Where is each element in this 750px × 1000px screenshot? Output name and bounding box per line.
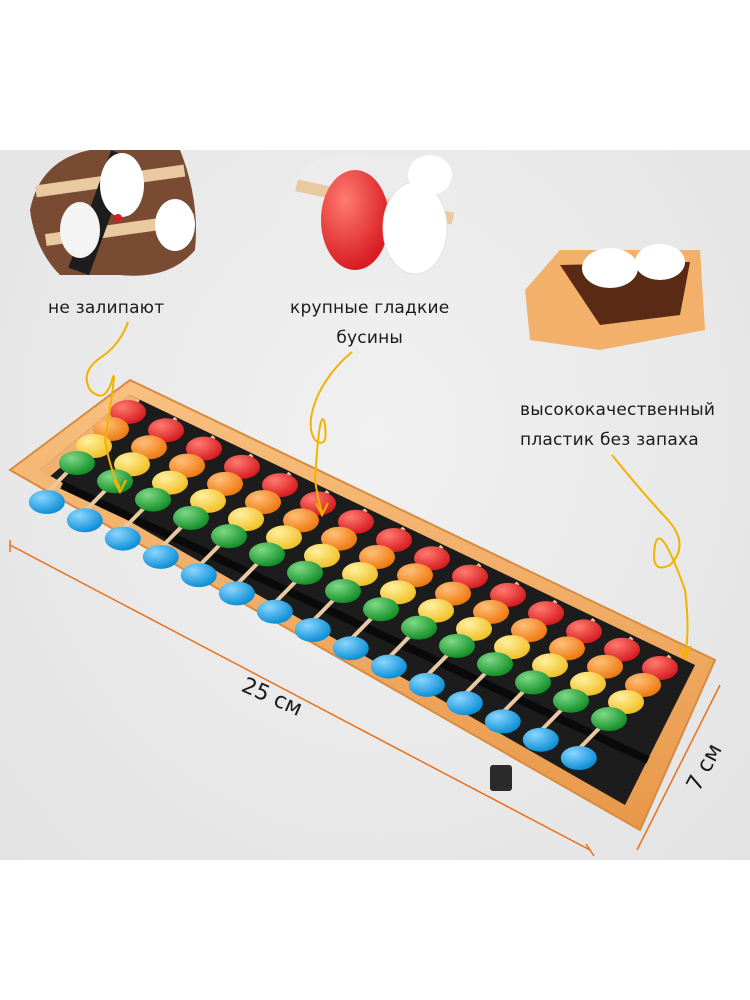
abacus-bead <box>186 436 222 461</box>
callout-arrows <box>85 321 692 661</box>
callout-no-stick-line-1: не залипают <box>48 298 165 318</box>
abacus-bead <box>300 491 336 516</box>
abacus-bead <box>338 509 374 534</box>
abacus-bead <box>148 418 184 443</box>
abacus-bead <box>256 599 293 624</box>
abacus-bead <box>249 542 285 567</box>
abacus-bead <box>245 490 281 515</box>
closeup-plastic <box>525 244 705 350</box>
abacus-bead <box>511 618 547 643</box>
abacus-bead <box>135 487 171 512</box>
abacus-bead <box>380 580 416 605</box>
dimension-lines <box>9 540 721 857</box>
abacus-bead <box>532 653 568 678</box>
abacus-bead <box>325 579 361 603</box>
callout-plastic: высококачественный пластик без запаха <box>520 395 715 455</box>
closeup-beads <box>284 154 456 276</box>
abacus-bead <box>190 488 226 513</box>
abacus-bead <box>484 709 521 734</box>
abacus-bead <box>224 454 260 479</box>
abacus-bead <box>152 470 188 495</box>
abacus-bead <box>304 543 340 568</box>
abacus-bead <box>376 528 412 552</box>
abacus-bead <box>110 400 146 424</box>
callout-beads: крупные гладкие бусины <box>290 293 449 353</box>
abacus-bead <box>266 525 302 550</box>
abacus-bead <box>522 727 559 752</box>
abacus-bead <box>363 597 399 622</box>
abacus-bead <box>642 656 678 680</box>
abacus-beads <box>28 398 678 770</box>
abacus-bead <box>114 452 150 477</box>
callout-plastic-line-1: высококачественный <box>520 400 716 420</box>
abacus-bead <box>560 746 597 770</box>
abacus-bead <box>587 654 623 679</box>
abacus-bead <box>180 563 217 588</box>
abacus-bead <box>473 599 509 624</box>
abacus-bead <box>408 672 445 697</box>
abacus-bead <box>370 654 407 679</box>
abacus-bead <box>262 473 298 498</box>
abacus-bead <box>414 546 450 571</box>
abacus-bead <box>76 434 112 458</box>
abacus-bead <box>173 505 209 530</box>
callout-beads-line-2: бусины <box>336 328 404 348</box>
abacus-bead <box>452 564 488 589</box>
abacus-bead <box>591 707 627 731</box>
closeup-no-stick <box>30 150 196 276</box>
callout-beads-line-1: крупные гладкие <box>290 298 450 318</box>
abacus-bead <box>283 508 319 533</box>
abacus-bead <box>549 636 585 661</box>
abacus-bead <box>566 619 602 644</box>
abacus-bead <box>211 524 247 549</box>
callout-plastic-line-2: пластик без запаха <box>520 430 699 450</box>
abacus-bead <box>494 635 530 660</box>
abacus-bead <box>608 690 644 714</box>
abacus-bead <box>604 637 640 662</box>
abacus-bead <box>228 507 264 532</box>
abacus-bead <box>570 671 606 696</box>
abacus-bead <box>401 615 437 640</box>
abacus-bead <box>515 670 551 695</box>
abacus-bead <box>207 471 243 496</box>
abacus-bead <box>490 582 526 607</box>
abacus-bead <box>142 544 179 569</box>
abacus-bead <box>28 490 65 514</box>
abacus-bead <box>287 560 323 585</box>
abacus-bead <box>93 417 129 441</box>
abacus-bead <box>59 451 95 475</box>
abacus-bead <box>294 618 331 642</box>
abacus-bead <box>321 526 357 551</box>
abacus-bead <box>342 562 378 586</box>
abacus-bead <box>477 652 513 677</box>
abacus-bead <box>435 581 471 606</box>
abacus-bead <box>439 633 475 658</box>
abacus-bead <box>418 598 454 623</box>
abacus-bead <box>131 435 167 460</box>
abacus-bead <box>446 691 483 716</box>
abacus-bead <box>218 581 255 606</box>
abacus-bead <box>332 636 369 661</box>
frame-knob <box>490 765 512 791</box>
abacus-bead <box>104 526 141 551</box>
abacus-bead <box>397 563 433 588</box>
abacus-bead <box>456 616 492 641</box>
abacus-bead <box>66 508 103 533</box>
abacus-bead <box>359 545 395 569</box>
callout-no-stick: не залипают <box>48 293 164 323</box>
abacus-bead <box>553 688 589 713</box>
abacus-bead <box>528 601 564 626</box>
abacus-bead <box>169 453 205 478</box>
abacus-bead <box>625 673 661 697</box>
